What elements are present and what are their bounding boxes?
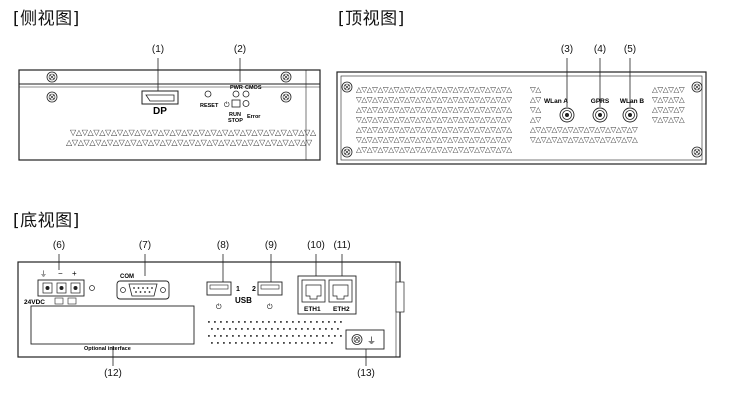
power-symbol: ⏻: [216, 303, 222, 311]
reset-button: [204, 90, 212, 98]
pwr-label: PWR: [230, 85, 243, 91]
svg-text:▽△▽△▽△▽△▽△▽△▽△▽△▽△▽△: ▽△▽△▽△▽△▽△▽△▽△▽△▽△▽△: [530, 135, 639, 144]
callout-11: (11): [333, 240, 351, 251]
antenna-icon: [622, 107, 638, 123]
side-view: DP RESET ⏻ PWR CMOS RUN STOP Error ▽△▽△▽…: [18, 58, 321, 161]
cmos-led: [242, 90, 250, 98]
error-led: [242, 100, 250, 107]
callout-4: (4): [593, 44, 607, 55]
svg-text:△▽△▽△▽: △▽△▽△▽: [652, 105, 686, 114]
run-stop-switch: [231, 99, 241, 108]
top-view-title: [顶视图]: [338, 9, 405, 29]
power-label: 24VDC: [24, 299, 45, 306]
svg-text:△▽△▽△▽△▽△▽△▽△▽△▽△▽△▽△▽△▽△▽△▽△▽: △▽△▽△▽△▽△▽△▽△▽△▽△▽△▽△▽△▽△▽△▽△▽△▽△▽△▽△▽△▽…: [66, 138, 313, 147]
callout-8: (8): [216, 240, 230, 251]
svg-text:−: −: [58, 269, 63, 278]
screw-icon: [691, 146, 703, 158]
svg-text:△▽△▽△▽△▽△▽△▽△▽△▽△▽△▽: △▽△▽△▽△▽△▽△▽△▽△▽△▽△▽: [530, 125, 639, 134]
top-chassis: [336, 71, 707, 165]
svg-text:△▽△▽△▽△▽△▽△▽△▽△▽△▽△▽△▽△▽△▽△▽△: △▽△▽△▽△▽△▽△▽△▽△▽△▽△▽△▽△▽△▽△▽△: [356, 125, 513, 134]
bottom-view-title: [底视图]: [13, 211, 80, 231]
svg-text:△▽: △▽: [530, 95, 542, 104]
run-label: RUN: [229, 112, 241, 118]
screw-icon: [46, 91, 58, 103]
svg-text:▽△▽△▽△: ▽△▽△▽△: [652, 95, 686, 104]
svg-text:▽△▽△▽△▽△▽△▽△▽△▽△▽△▽△▽△▽△▽△▽△▽: ▽△▽△▽△▽△▽△▽△▽△▽△▽△▽△▽△▽△▽△▽△▽: [356, 135, 513, 144]
antenna-icon: [592, 107, 608, 123]
antenna-icon: [559, 107, 575, 123]
svg-text:△▽△▽△▽△▽△▽△▽△▽△▽△▽△▽△▽△▽△▽△▽△: △▽△▽△▽△▽△▽△▽△▽△▽△▽△▽△▽△▽△▽△▽△: [356, 105, 513, 114]
callout-12: (12): [104, 368, 122, 379]
callout-5: (5): [623, 44, 637, 55]
callout-3: (3): [560, 44, 574, 55]
svg-text:▽△▽△▽△: ▽△▽△▽△: [652, 115, 686, 124]
screw-icon: [280, 71, 292, 83]
callout-9: (9): [264, 240, 278, 251]
usb-label: USB: [235, 296, 252, 305]
eth1-port: [301, 279, 326, 303]
svg-text:▽△: ▽△: [530, 105, 542, 114]
top-view: WLan A GPRS WLan B △▽△▽△▽△▽△▽△▽△▽△▽△▽△▽△…: [336, 58, 707, 165]
dp-label: DP: [153, 106, 167, 117]
svg-text:▽△▽△▽△▽△▽△▽△▽△▽△▽△▽△▽△▽△▽△▽△▽: ▽△▽△▽△▽△▽△▽△▽△▽△▽△▽△▽△▽△▽△▽△▽: [356, 115, 513, 124]
callout-1: (1): [151, 44, 165, 55]
wlan-b-label: WLan B: [620, 98, 644, 105]
wlan-a-label: WLan A: [544, 98, 568, 105]
ground-icon: ⏚: [367, 336, 376, 346]
screw-icon: [46, 71, 58, 83]
screw-icon: [280, 91, 292, 103]
screw-icon: [691, 81, 703, 93]
reset-label: RESET: [200, 103, 219, 109]
eth2-port: [328, 279, 353, 303]
optional-interface-label: Optional interface: [84, 346, 131, 352]
callout-2: (2): [233, 44, 247, 55]
callout-10: (10): [307, 240, 325, 251]
side-view-title: [侧视图]: [13, 9, 80, 29]
svg-text:+: +: [72, 269, 77, 278]
reset-symbol: ⏻: [224, 101, 230, 109]
cmos-label: CMOS: [245, 85, 262, 91]
svg-text:△▽△▽△▽: △▽△▽△▽: [652, 85, 686, 94]
com-label: COM: [120, 274, 134, 280]
svg-text:▽△▽△▽△▽△▽△▽△▽△▽△▽△▽△▽△▽△▽△▽△▽△: ▽△▽△▽△▽△▽△▽△▽△▽△▽△▽△▽△▽△▽△▽△▽△▽△▽△▽△▽△▽△…: [70, 128, 317, 137]
svg-text:△▽△▽△▽△▽△▽△▽△▽△▽△▽△▽△▽△▽△▽△▽△: △▽△▽△▽△▽△▽△▽△▽△▽△▽△▽△▽△▽△▽△▽△: [356, 145, 513, 154]
error-label: Error: [247, 114, 261, 120]
gprs-label: GPRS: [591, 98, 610, 105]
ground-icon: ⏚: [40, 270, 47, 278]
svg-text:▽△: ▽△: [530, 85, 542, 94]
side-chassis: [18, 69, 321, 161]
optional-interface-slot: [30, 305, 195, 345]
power-symbol: ⏻: [267, 303, 273, 311]
screw-icon: [341, 81, 353, 93]
bottom-view: ⏚ − + 24VDC COM 1 2 USB ⏻ ⏻: [17, 254, 405, 366]
usb1-label: 1: [236, 286, 240, 293]
callout-6: (6): [52, 240, 66, 251]
screw-icon: [351, 334, 363, 345]
usb2-label: 2: [252, 286, 256, 293]
pwr-led: [232, 90, 240, 98]
eth1-label: ETH1: [304, 306, 321, 313]
callout-13: (13): [357, 368, 375, 379]
svg-text:△▽△▽△▽△▽△▽△▽△▽△▽△▽△▽△▽△▽△▽△▽△: △▽△▽△▽△▽△▽△▽△▽△▽△▽△▽△▽△▽△▽△▽△: [356, 85, 513, 94]
eth2-label: ETH2: [333, 306, 350, 313]
svg-text:△▽: △▽: [530, 115, 542, 124]
callout-7: (7): [138, 240, 152, 251]
screw-icon: [341, 146, 353, 158]
svg-text:▽△▽△▽△▽△▽△▽△▽△▽△▽△▽△▽△▽△▽△▽△▽: ▽△▽△▽△▽△▽△▽△▽△▽△▽△▽△▽△▽△▽△▽△▽: [356, 95, 513, 104]
stop-label: STOP: [228, 118, 243, 124]
